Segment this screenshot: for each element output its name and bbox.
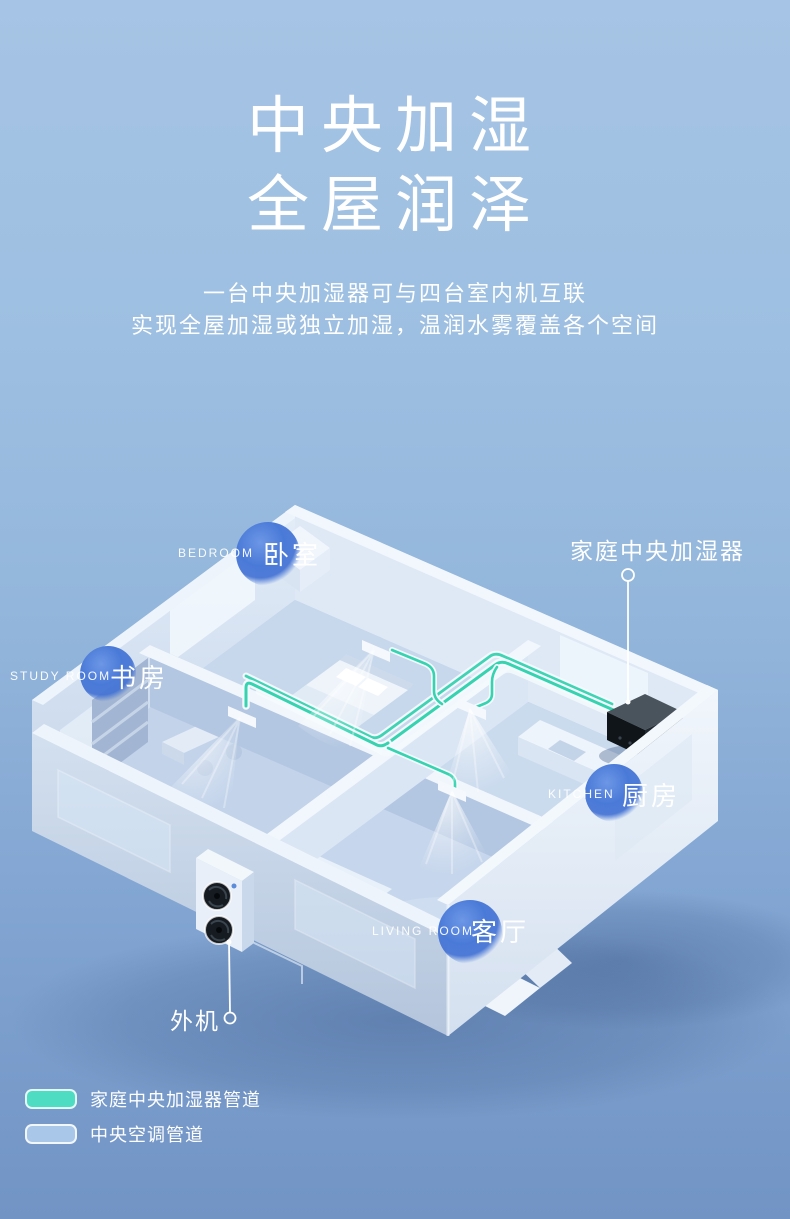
subtitle: 一台中央加湿器可与四台室内机互联 实现全屋加湿或独立加湿，温润水雾覆盖各个空间 [0,278,790,342]
page-title: 中央加湿 全屋润泽 [0,88,790,245]
ac-pipe-swatch-icon [25,1124,77,1144]
legend-label-ac-pipe: 中央空调管道 [90,1125,204,1145]
legend-item-humidifier-pipe: 家庭中央加湿器管道 [25,1086,261,1112]
title-line-2: 全屋润泽 [246,170,543,240]
callout-lines [223,568,635,1025]
mist-sprays [168,648,516,875]
legend-item-ac-pipe: 中央空调管道 [25,1121,261,1147]
subtitle-line-2: 实现全屋加湿或独立加湿，温润水雾覆盖各个空间 [130,312,659,338]
legend: 家庭中央加湿器管道 中央空调管道 [25,1086,261,1147]
legend-label-humidifier-pipe: 家庭中央加湿器管道 [90,1090,261,1110]
humidifier-pipes [242,647,627,793]
subtitle-line-1: 一台中央加湿器可与四台室内机互联 [202,281,587,306]
humidifier-pipe-swatch-icon [25,1089,77,1109]
wall-southeast [437,685,718,1036]
outdoor-unit [196,849,303,984]
title-line-1: 中央加湿 [246,92,543,161]
